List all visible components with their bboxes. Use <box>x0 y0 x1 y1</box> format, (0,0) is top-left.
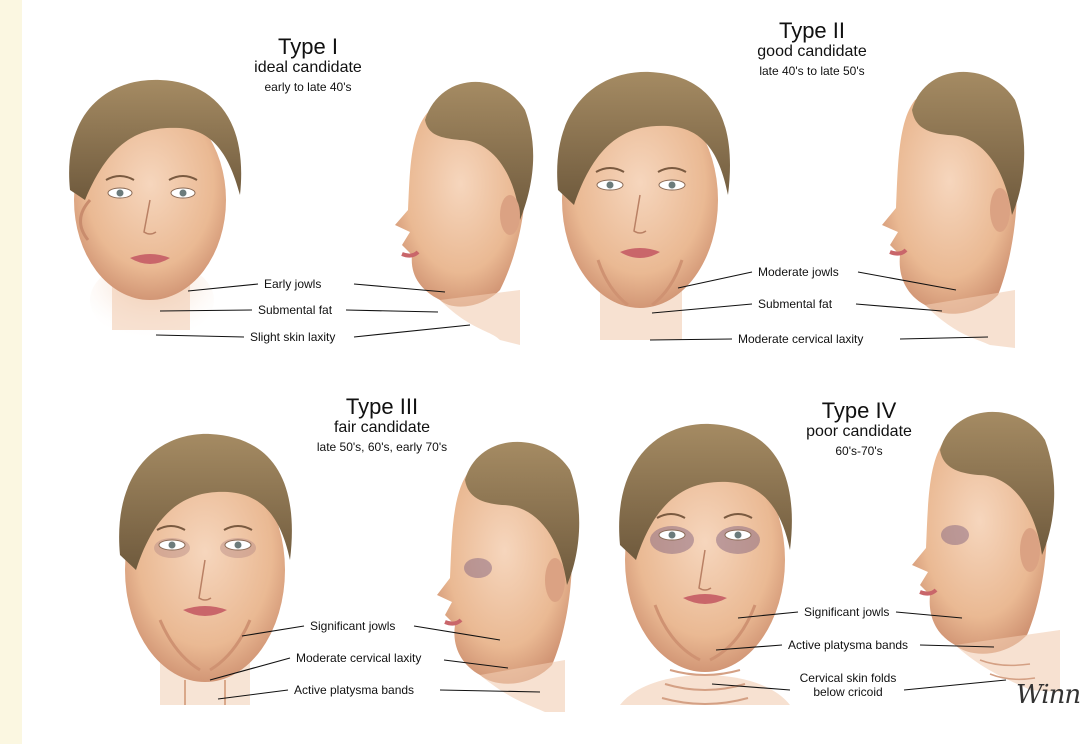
type3-label-significant-jowls: Significant jowls <box>310 619 395 633</box>
type1-title: Type I <box>228 34 388 59</box>
type1-label-early-jowls: Early jowls <box>264 277 321 291</box>
type3-age-range: late 50's, 60's, early 70's <box>282 441 482 455</box>
type2-front-face <box>557 72 730 340</box>
type2-label-submental-fat: Submental fat <box>758 297 832 311</box>
type3-heading: Type III fair candidate late 50's, 60's,… <box>282 394 482 454</box>
type4-label-cervical-skin-folds-line2: below cricoid <box>813 685 882 699</box>
type2-profile-face <box>882 72 1024 348</box>
type4-label-significant-jowls: Significant jowls <box>804 605 889 619</box>
type2-heading: Type II good candidate late 40's to late… <box>722 18 902 78</box>
type4-label-active-platysma-bands: Active platysma bands <box>788 638 908 652</box>
type4-label-cervical-skin-folds: Cervical skin folds below cricoid <box>796 671 900 699</box>
type3-title: Type III <box>282 394 482 419</box>
type1-profile-face <box>395 82 533 345</box>
artist-signature: Winn <box>1016 680 1080 710</box>
type4-profile-face <box>912 412 1060 692</box>
type1-candidate: ideal candidate <box>228 59 388 77</box>
type2-candidate: good candidate <box>722 43 902 61</box>
type1-label-submental-fat: Submental fat <box>258 303 332 317</box>
type1-age-range: early to late 40's <box>228 81 388 95</box>
type3-label-moderate-cervical-laxity: Moderate cervical laxity <box>296 651 421 665</box>
type2-age-range: late 40's to late 50's <box>722 65 902 79</box>
type4-front-face <box>619 424 792 705</box>
type3-label-active-platysma-bands: Active platysma bands <box>294 683 414 697</box>
type4-heading: Type IV poor candidate 60's-70's <box>784 398 934 458</box>
type4-candidate: poor candidate <box>784 423 934 441</box>
type4-title: Type IV <box>784 398 934 423</box>
type2-title: Type II <box>722 18 902 43</box>
type4-label-cervical-skin-folds-line1: Cervical skin folds <box>800 671 897 685</box>
type3-candidate: fair candidate <box>282 419 482 437</box>
type2-label-moderate-jowls: Moderate jowls <box>758 265 839 279</box>
type3-profile-face <box>437 442 579 712</box>
type1-label-slight-skin-laxity: Slight skin laxity <box>250 330 335 344</box>
type1-heading: Type I ideal candidate early to late 40'… <box>228 34 388 94</box>
type1-front-face <box>69 80 241 340</box>
type4-age-range: 60's-70's <box>784 445 934 459</box>
type2-label-moderate-cervical-laxity: Moderate cervical laxity <box>738 332 863 346</box>
